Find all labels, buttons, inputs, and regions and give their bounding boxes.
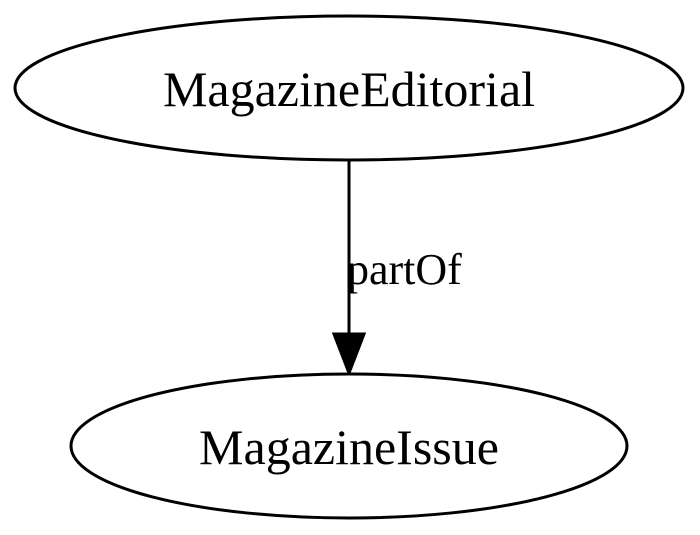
edge-part-of-label: partOf (347, 245, 462, 294)
node-magazine-issue-shape (69, 372, 629, 520)
edge-part-of[interactable]: partOf (331, 160, 462, 378)
edge-part-of-arrowhead (331, 332, 367, 378)
node-magazine-editorial[interactable]: MagazineEditorial (13, 14, 685, 162)
node-magazine-issue-label: MagazineIssue (199, 419, 499, 475)
node-magazine-issue[interactable]: MagazineIssue (69, 372, 629, 520)
node-magazine-editorial-label: MagazineEditorial (163, 61, 535, 117)
